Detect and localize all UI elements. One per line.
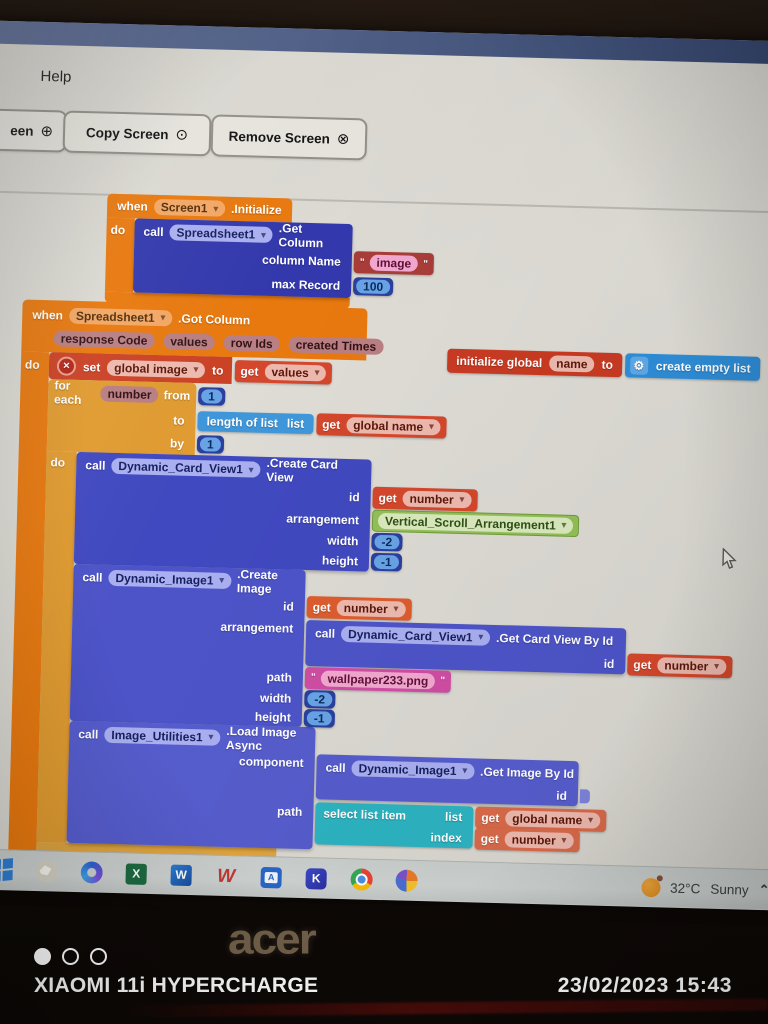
block-select-list-item[interactable]: select list item list get global name <box>314 802 607 852</box>
weather-temp[interactable]: 32°C <box>669 880 701 896</box>
block-call-create-image[interactable]: call Dynamic_Image1 .Create Image id get <box>69 563 733 728</box>
do-label: do <box>110 222 126 238</box>
table-edge-reflection <box>119 998 768 1018</box>
block-number-minus2[interactable]: -2 <box>371 532 403 552</box>
block-component-vertical-scroll-arrangement1[interactable]: Vertical_Scroll_Arrangement1 <box>371 509 580 537</box>
global-var-name[interactable]: name <box>549 355 595 373</box>
warning-icon[interactable] <box>56 356 77 376</box>
block-number-minus2[interactable]: -2 <box>304 689 336 709</box>
block-number-1[interactable]: 1 <box>198 386 226 406</box>
taskbar-chevron-icon[interactable]: ⌃ <box>758 881 768 898</box>
weather-condition[interactable]: Sunny <box>710 881 749 898</box>
watermark-dots <box>34 948 107 965</box>
block-text-image[interactable]: " image " <box>353 251 435 276</box>
block-get-number[interactable]: get number <box>306 595 412 621</box>
block-when-screen1-initialize[interactable]: when Screen1 .Initialize do call Spreads… <box>104 193 435 310</box>
dropdown-dynamic-image1[interactable]: Dynamic_Image1 <box>108 569 232 589</box>
block-number-minus1[interactable]: -1 <box>370 552 402 572</box>
param-created-times[interactable]: created Times <box>288 335 384 355</box>
k-app-icon[interactable]: K <box>304 867 328 891</box>
menu-help[interactable]: Help <box>40 67 72 86</box>
dropdown-dynamic-image1[interactable]: Dynamic_Image1 <box>351 759 475 779</box>
block-when-spreadsheet1-got-column[interactable]: when Spreadsheet1 .Got Column response C… <box>7 299 733 878</box>
block-number-1[interactable]: 1 <box>196 435 224 454</box>
param-values[interactable]: values <box>163 332 215 351</box>
wps-office-icon[interactable]: W <box>216 865 236 887</box>
dropdown-global-image[interactable]: global image <box>107 359 206 378</box>
dropdown-image-utilities1[interactable]: Image_Utilities1 <box>104 726 221 746</box>
dove-app-icon[interactable] <box>34 859 58 883</box>
copy-screen-button[interactable]: Copy Screen ⊙ <box>62 110 212 157</box>
block-call-get-image-by-id[interactable]: call Dynamic_Image1 .Get Image By Id id <box>315 754 591 807</box>
dropdown-spreadsheet1[interactable]: Spreadsheet1 <box>68 307 173 326</box>
block-text-wallpaper233[interactable]: " wallpaper233.png " <box>304 666 452 693</box>
block-get-number[interactable]: get number <box>474 826 580 852</box>
block-initialize-global-name[interactable]: initialize global name to create empty l… <box>446 348 761 381</box>
dropdown-screen1[interactable]: Screen1 <box>153 198 226 217</box>
watermark-datetime: 23/02/2023 15:43 <box>557 974 732 997</box>
weather-sun-icon[interactable] <box>640 877 661 897</box>
edge-swirl-icon[interactable] <box>79 861 103 885</box>
dropdown-dynamic-card-view1[interactable]: Dynamic_Card_View1 <box>111 457 261 478</box>
block-number-minus1[interactable]: -1 <box>303 708 335 728</box>
block-call-get-column[interactable]: call Spreadsheet1 .Get Column column Nam… <box>132 218 435 299</box>
window-title-bar <box>0 20 768 65</box>
cross-circle-icon: ⊗ <box>336 130 350 148</box>
param-response-code[interactable]: response Code <box>53 329 155 349</box>
dropdown-spreadsheet1[interactable]: Spreadsheet1 <box>169 224 273 243</box>
excel-icon[interactable]: X <box>124 862 148 886</box>
dropdown-number[interactable]: number <box>504 830 574 849</box>
mouse-cursor-icon <box>721 547 739 575</box>
block-call-create-card-view[interactable]: call Dynamic_Card_View1 .Create Card Vie… <box>73 451 580 572</box>
mutator-gear-icon[interactable] <box>629 356 649 375</box>
chrome-icon[interactable] <box>349 868 373 892</box>
block-get-global-name[interactable]: get global name <box>315 412 448 439</box>
empty-socket[interactable] <box>579 789 591 804</box>
dropdown-number[interactable]: number <box>336 599 406 618</box>
dropdown-dynamic-card-view1[interactable]: Dynamic_Card_View1 <box>340 625 491 646</box>
block-get-number[interactable]: get number <box>372 486 478 511</box>
loop-var-number[interactable]: number <box>100 385 159 403</box>
dropdown-number[interactable]: number <box>657 656 727 675</box>
block-get-values[interactable]: get values <box>234 359 333 385</box>
block-call-get-card-view-by-id[interactable]: call Dynamic_Card_View1 .Get Card View B… <box>305 620 733 678</box>
dropdown-number[interactable]: number <box>402 489 472 508</box>
param-row-ids[interactable]: row Ids <box>223 334 280 352</box>
dropdown-global-name[interactable]: global name <box>346 416 441 435</box>
acer-brand-logo: acer <box>228 915 317 963</box>
do-label: do <box>24 357 40 372</box>
add-screen-button[interactable]: een ⊕ <box>0 107 68 153</box>
laptop-screen: Help een ⊕ Copy Screen ⊙ Remove Screen ⊗… <box>0 20 768 911</box>
scanner-app-icon[interactable]: A <box>259 865 283 889</box>
watermark-device-name: XIAOMI 11i HYPERCHARGE <box>34 974 319 997</box>
photos-app-icon[interactable] <box>394 869 418 893</box>
plus-circle-icon: ⊕ <box>40 122 54 141</box>
word-icon[interactable]: W <box>169 863 193 887</box>
windows-taskbar: X W W A K 32°C Sunny ⌃ <box>0 847 768 911</box>
windows-start-icon[interactable] <box>0 858 13 883</box>
block-create-empty-list[interactable]: create empty list <box>624 353 761 381</box>
block-number-100[interactable]: 100 <box>352 277 394 297</box>
do-label: do <box>50 455 66 470</box>
block-for-each[interactable]: for each number from 1 to <box>36 378 733 863</box>
copy-circle-icon: ⊙ <box>175 126 189 144</box>
block-get-number[interactable]: get number <box>627 652 733 678</box>
block-length-of-list[interactable]: length of list list <box>197 410 314 434</box>
block-call-load-image-async[interactable]: call Image_Utilities1 .Load Image Async … <box>66 720 607 852</box>
remove-screen-button[interactable]: Remove Screen ⊗ <box>210 114 368 161</box>
dropdown-values[interactable]: values <box>264 363 327 381</box>
dropdown-global-name[interactable]: global name <box>505 809 601 829</box>
